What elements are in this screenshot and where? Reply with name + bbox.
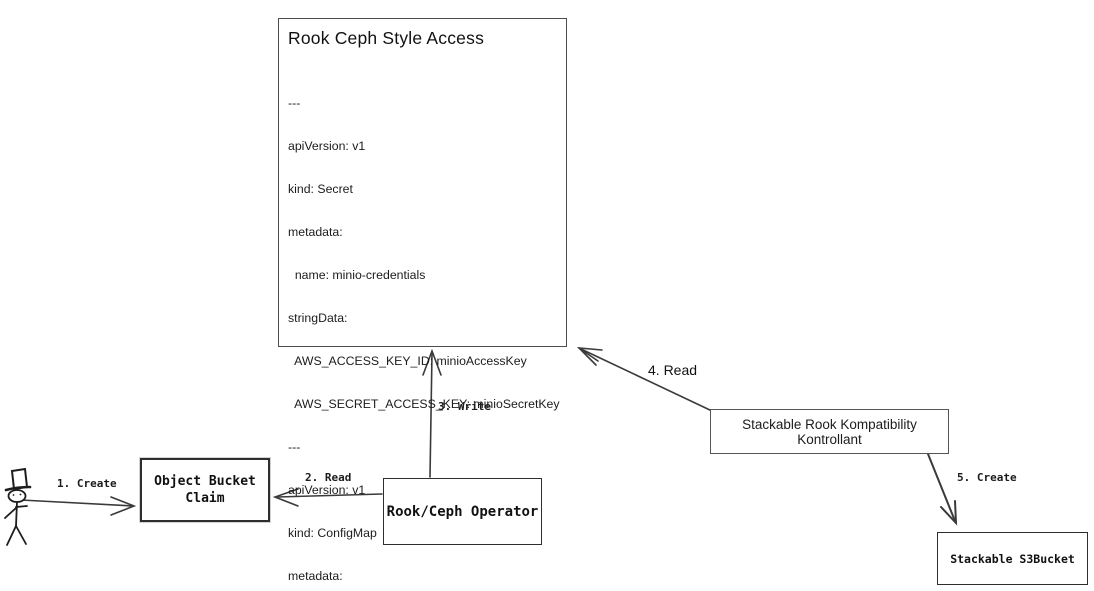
- yaml-line: kind: Secret: [288, 181, 353, 196]
- yaml-manifest-text: --- apiVersion: v1 kind: Secret metadata…: [288, 67, 578, 591]
- yaml-line: ---: [288, 439, 301, 454]
- node-label: Stackable Rook Kompatibility Kontrollant: [742, 416, 917, 447]
- yaml-line: apiVersion: v1: [288, 138, 366, 153]
- arrow-read-secret: [576, 347, 713, 412]
- edge-label-2-read: 2. Read: [305, 471, 352, 484]
- yaml-line: apiVersion: v1: [288, 482, 366, 497]
- rook-ceph-style-access-box: Rook Ceph Style Access --- apiVersion: v…: [278, 18, 567, 583]
- yaml-line: metadata:: [288, 569, 343, 584]
- node-rook-ceph-operator: Rook/Ceph Operator: [383, 478, 542, 545]
- yaml-line: ---: [288, 95, 301, 110]
- yaml-line: AWS_SECRET_ACCESS_KEY: minioSecretKey: [288, 396, 560, 411]
- node-stackable-s3bucket: Stackable S3Bucket: [937, 532, 1088, 585]
- edge-label-1-create: 1. Create: [57, 477, 117, 490]
- yaml-line: kind: ConfigMap: [288, 526, 377, 540]
- node-label: Object Bucket Claim: [154, 474, 256, 506]
- stick-figure-user-icon: [4, 467, 32, 546]
- yaml-line: metadata:: [288, 224, 343, 239]
- node-stackable-rook-kompatibility-kontrollant: Stackable Rook Kompatibility Kontrollant: [710, 409, 949, 454]
- edge-label-3-write: 3. Write: [438, 400, 491, 413]
- yaml-line: AWS_ACCESS_KEY_ID: minioAccessKey: [288, 353, 527, 368]
- yaml-line: stringData:: [288, 310, 348, 325]
- arrow-create-s3bucket: [927, 453, 958, 526]
- box-title: Rook Ceph Style Access: [288, 28, 485, 48]
- edge-label-4-read: 4. Read: [648, 362, 698, 378]
- node-label: Stackable S3Bucket: [950, 551, 1075, 566]
- node-label: Rook/Ceph Operator: [386, 503, 539, 520]
- edge-label-5-create: 5. Create: [957, 471, 1017, 484]
- arrow-create-obc: [20, 496, 137, 516]
- node-object-bucket-claim: Object Bucket Claim: [140, 458, 270, 522]
- yaml-line: name: minio-credentials: [288, 267, 426, 282]
